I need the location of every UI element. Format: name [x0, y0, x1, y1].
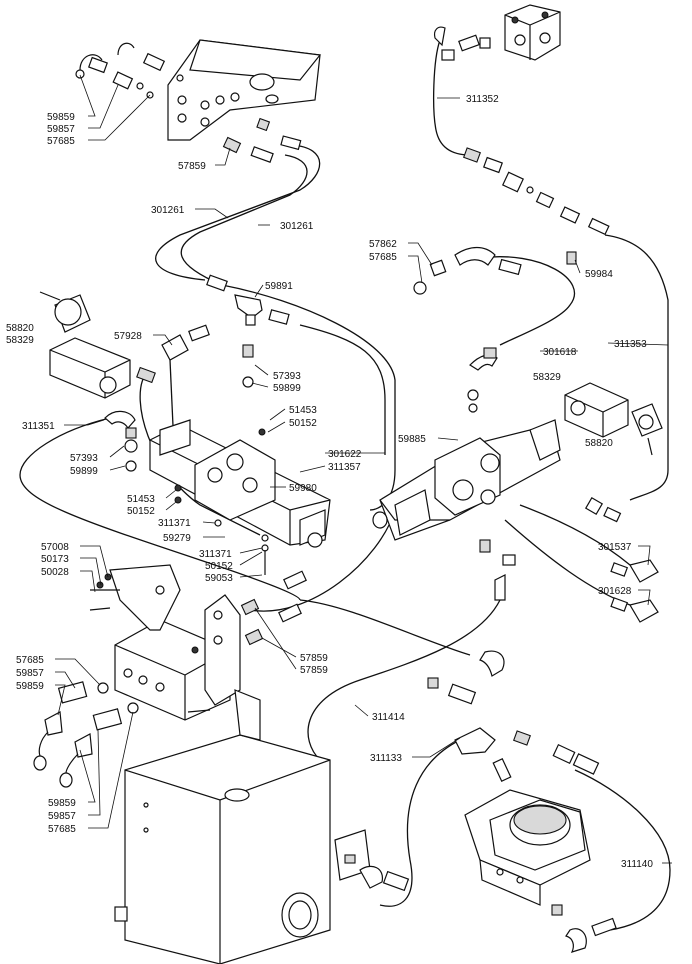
- callout-57859-b: 57859: [300, 665, 328, 676]
- callout-57685-top: 57685: [47, 136, 75, 147]
- callout-301261-a: 301261: [151, 205, 185, 216]
- motor-valve-fittings: [427, 650, 617, 953]
- callout-311133: 311133: [370, 753, 402, 764]
- callout-311140: 311140: [621, 859, 653, 870]
- quick-couplers-upper: [33, 681, 109, 771]
- coil-right: [631, 403, 663, 456]
- callout-301261-b: 301261: [280, 221, 314, 232]
- top-left-fittings: [75, 42, 184, 99]
- callout-57862: 57862: [369, 239, 397, 250]
- callout-labels: 59859 59857 57685 57859 301261 301261 31…: [6, 94, 653, 870]
- callout-301618: 301618: [543, 347, 577, 358]
- callout-59859-bot: 59859: [48, 798, 76, 809]
- callout-57859-a: 57859: [300, 653, 328, 664]
- right-valve-block: [372, 419, 561, 541]
- callout-59899-a: 59899: [273, 383, 301, 394]
- callout-311371-b: 311371: [199, 549, 232, 560]
- callout-59859-top: 59859: [47, 112, 75, 123]
- callout-311414: 311414: [372, 712, 405, 723]
- callout-57393-a: 57393: [273, 371, 301, 382]
- callout-58820-right: 58820: [585, 438, 613, 449]
- coil-left: [39, 291, 91, 333]
- callout-311352: 311352: [466, 94, 499, 105]
- callout-57859-top: 57859: [178, 161, 206, 172]
- callout-59053: 59053: [205, 573, 233, 584]
- callout-301622: 301622: [328, 449, 362, 460]
- fittings-57859-lower: [240, 570, 307, 646]
- solenoid-right: [564, 382, 629, 438]
- callout-57393-b: 57393: [70, 453, 98, 464]
- callout-50152-a: 50152: [289, 418, 317, 429]
- quick-couplers-lower: [59, 702, 139, 788]
- callout-59984: 59984: [585, 269, 613, 280]
- callout-51453-b: 51453: [127, 494, 155, 505]
- leader-lines: [55, 74, 672, 864]
- callout-57685-low: 57685: [16, 655, 44, 666]
- fittings-311352: [463, 147, 610, 265]
- callout-57685-mid: 57685: [369, 252, 397, 263]
- callout-59980: 59980: [289, 483, 317, 494]
- callout-50152-c: 50152: [205, 561, 233, 572]
- callout-57928: 57928: [114, 331, 142, 342]
- hose-lines: [19, 39, 671, 931]
- callout-311371-a: 311371: [158, 518, 191, 529]
- callout-311357: 311357: [328, 462, 361, 473]
- hydraulic-tank: [114, 689, 331, 964]
- callout-59857-top: 59857: [47, 124, 75, 135]
- solenoid-left: [49, 337, 131, 399]
- callout-59885: 59885: [398, 434, 426, 445]
- callout-301537: 301537: [598, 542, 632, 553]
- right-valve-fittings: [467, 347, 659, 623]
- fittings-57862: [413, 246, 522, 295]
- callout-59899-b: 59899: [70, 466, 98, 477]
- callout-58820-left: 58820: [6, 323, 34, 334]
- callout-51453-a: 51453: [289, 405, 317, 416]
- callout-59857-low: 59857: [16, 668, 44, 679]
- callout-59891: 59891: [265, 281, 293, 292]
- motor-valve: [464, 789, 591, 906]
- top-bracket: [167, 39, 322, 141]
- callout-50173: 50173: [41, 554, 69, 565]
- lower-bracket: [89, 564, 241, 721]
- callout-50152-b: 50152: [127, 506, 155, 517]
- callout-58329-left: 58329: [6, 335, 34, 346]
- callout-57008: 57008: [41, 542, 69, 553]
- callout-59857-bot: 59857: [48, 811, 76, 822]
- steering-pump: [433, 4, 561, 61]
- callout-50028: 50028: [41, 567, 69, 578]
- tank-fittings: [334, 829, 410, 892]
- callout-57685-bot: 57685: [48, 824, 76, 835]
- left-valve-block: [149, 419, 331, 548]
- left-valve-fittings: [104, 324, 269, 575]
- callout-311353: 311353: [614, 339, 647, 350]
- tee-59891: [206, 274, 290, 388]
- callout-58329-right: 58329: [533, 372, 561, 383]
- callout-59279: 59279: [163, 533, 191, 544]
- callout-59859-low: 59859: [16, 681, 44, 692]
- callout-311351: 311351: [22, 421, 55, 432]
- callout-301628: 301628: [598, 586, 632, 597]
